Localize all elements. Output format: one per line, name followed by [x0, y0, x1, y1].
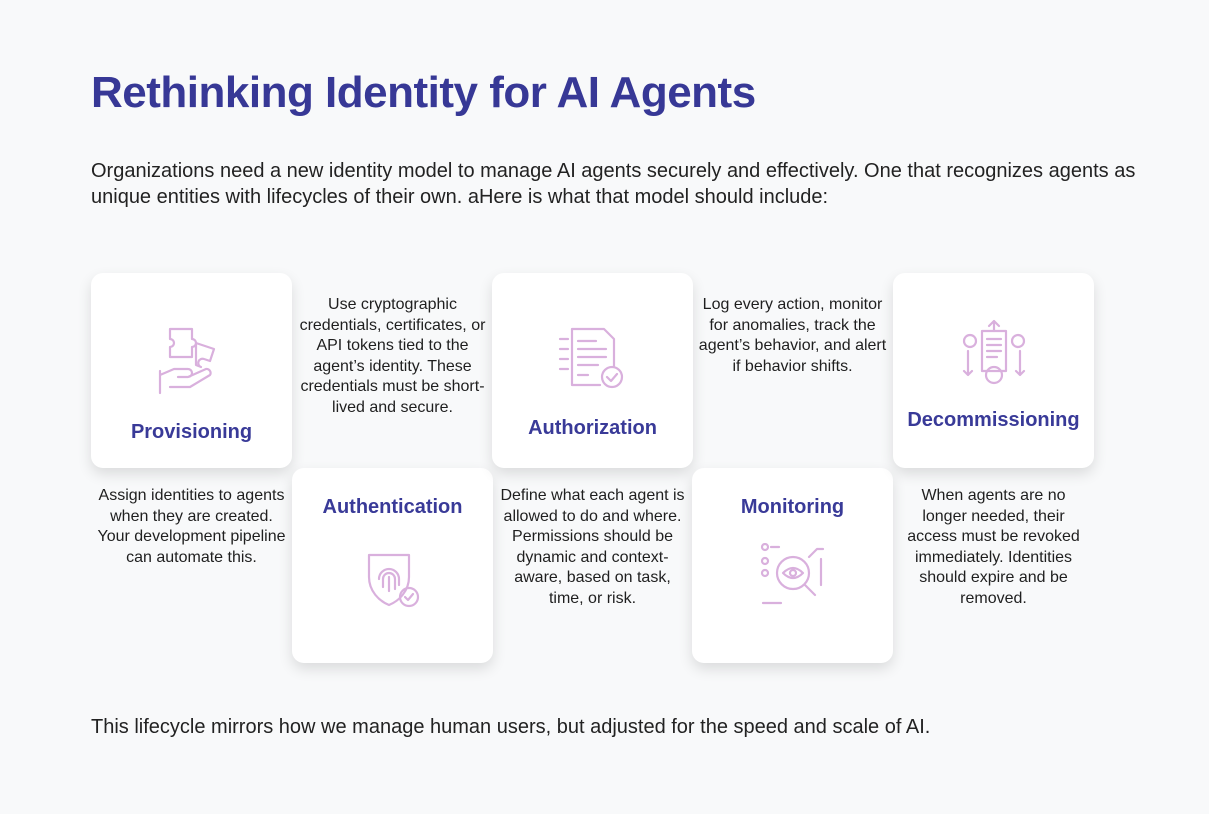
stage-description: Log every action, monitor for anomalies,… [698, 296, 887, 375]
stage-heading: Provisioning [130, 421, 253, 443]
stage-description: Define what each agent is allowed to do … [500, 487, 685, 607]
card-provisioning: Provisioning [91, 273, 292, 468]
eye-magnifier-icon [760, 543, 824, 605]
document-gears-icon [962, 319, 1025, 385]
card-monitoring: Monitoring [692, 468, 893, 663]
stage-heading: Monitoring [740, 496, 845, 518]
document-check-icon [558, 327, 623, 389]
cell-authorization-description: Define what each agent is allowed to do … [492, 468, 693, 663]
cell-provisioning-description: Assign identities to agents when they ar… [91, 468, 292, 663]
stage-description: When agents are no longer needed, their … [907, 487, 1080, 607]
card-authentication: Authentication [292, 468, 493, 663]
page-title: Rethinking Identity for AI Agents [91, 68, 756, 117]
stage-heading: Authentication [322, 496, 463, 518]
stage-description: Assign identities to agents when they ar… [97, 487, 286, 566]
card-authorization: Authorization [492, 273, 693, 468]
puzzle-hand-icon [158, 327, 215, 395]
card-decommissioning: Decommissioning [893, 273, 1094, 468]
fingerprint-shield-icon [367, 553, 419, 608]
cell-authentication-description: Use cryptographic credentials, certifica… [292, 273, 493, 468]
outro-text: This lifecycle mirrors how we manage hum… [91, 716, 931, 738]
stage-heading: Authorization [528, 417, 657, 439]
intro-text: Organizations need a new identity model … [91, 160, 1136, 208]
stage-heading: Decommissioning [907, 409, 1080, 431]
cell-decommissioning-description: When agents are no longer needed, their … [893, 468, 1094, 663]
cell-monitoring-description: Log every action, monitor for anomalies,… [692, 273, 893, 468]
stage-description: Use cryptographic credentials, certifica… [299, 296, 486, 416]
